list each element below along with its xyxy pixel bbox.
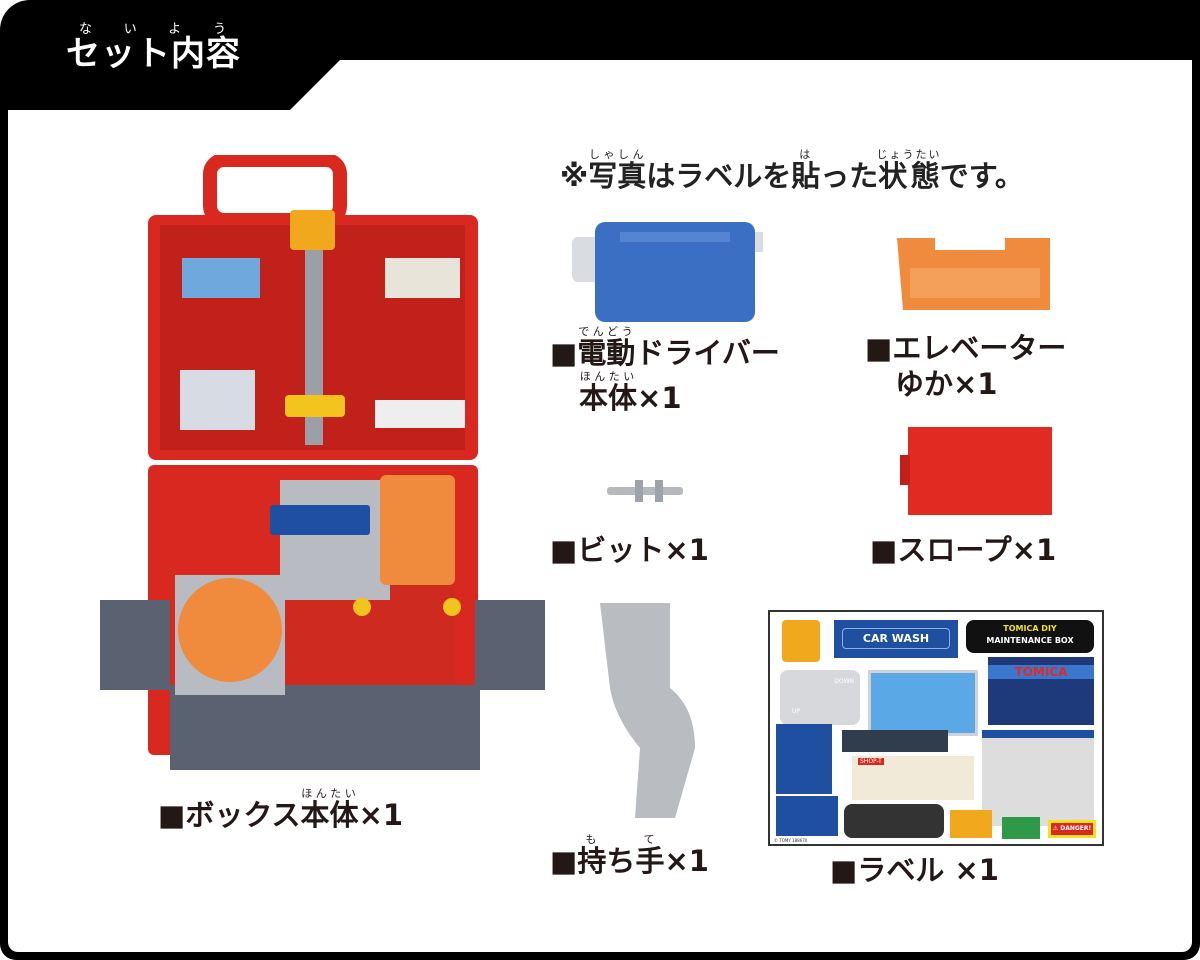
bit-image: [607, 480, 683, 502]
label-slope: ■スロープ×1: [870, 533, 1057, 567]
sticker-lift-icons: [776, 796, 838, 836]
photo-note: ※写真しゃしんはラベルを貼はった状態じょうたいです。: [560, 148, 1024, 193]
sticker-garage: [982, 730, 1094, 826]
copyright: © TOMY 188670: [774, 838, 808, 843]
label-electric-driver: ■電動でんどうドライバー本体ほんたい×1: [550, 325, 780, 415]
box-body-image: [100, 155, 545, 770]
page-title: セット内容ないよう: [66, 22, 241, 74]
electric-driver-image: [572, 222, 763, 322]
label-handle: ■持もち手て×1: [550, 833, 709, 878]
slope-image: [900, 427, 1052, 515]
elevator-floor-image: [897, 238, 1050, 310]
sticker-doors: [776, 724, 832, 794]
sticker-window: [868, 670, 978, 736]
sticker-gate: [950, 810, 992, 838]
sticker-lights: [844, 804, 944, 838]
handle-image: [600, 603, 695, 818]
sticker-green: [1002, 817, 1040, 839]
sticker-car-wash: CAR WASH: [834, 620, 958, 658]
sticker-signal: [782, 620, 820, 662]
sticker-stage: TOMICA: [988, 657, 1094, 725]
sticker-shop: SHOP-T: [852, 756, 974, 800]
label-elevator-floor: ■エレベーターゆか×1: [865, 331, 1067, 402]
label-bit: ■ビット×1: [550, 533, 709, 567]
label-sticker-sheet: ■ラベル ×1: [830, 853, 999, 887]
sticker-danger: ⚠ DANGER!: [1048, 820, 1096, 838]
sticker-roof: [842, 730, 948, 752]
label-box-body: ■ボックス本体ほんたい×1: [158, 787, 404, 832]
